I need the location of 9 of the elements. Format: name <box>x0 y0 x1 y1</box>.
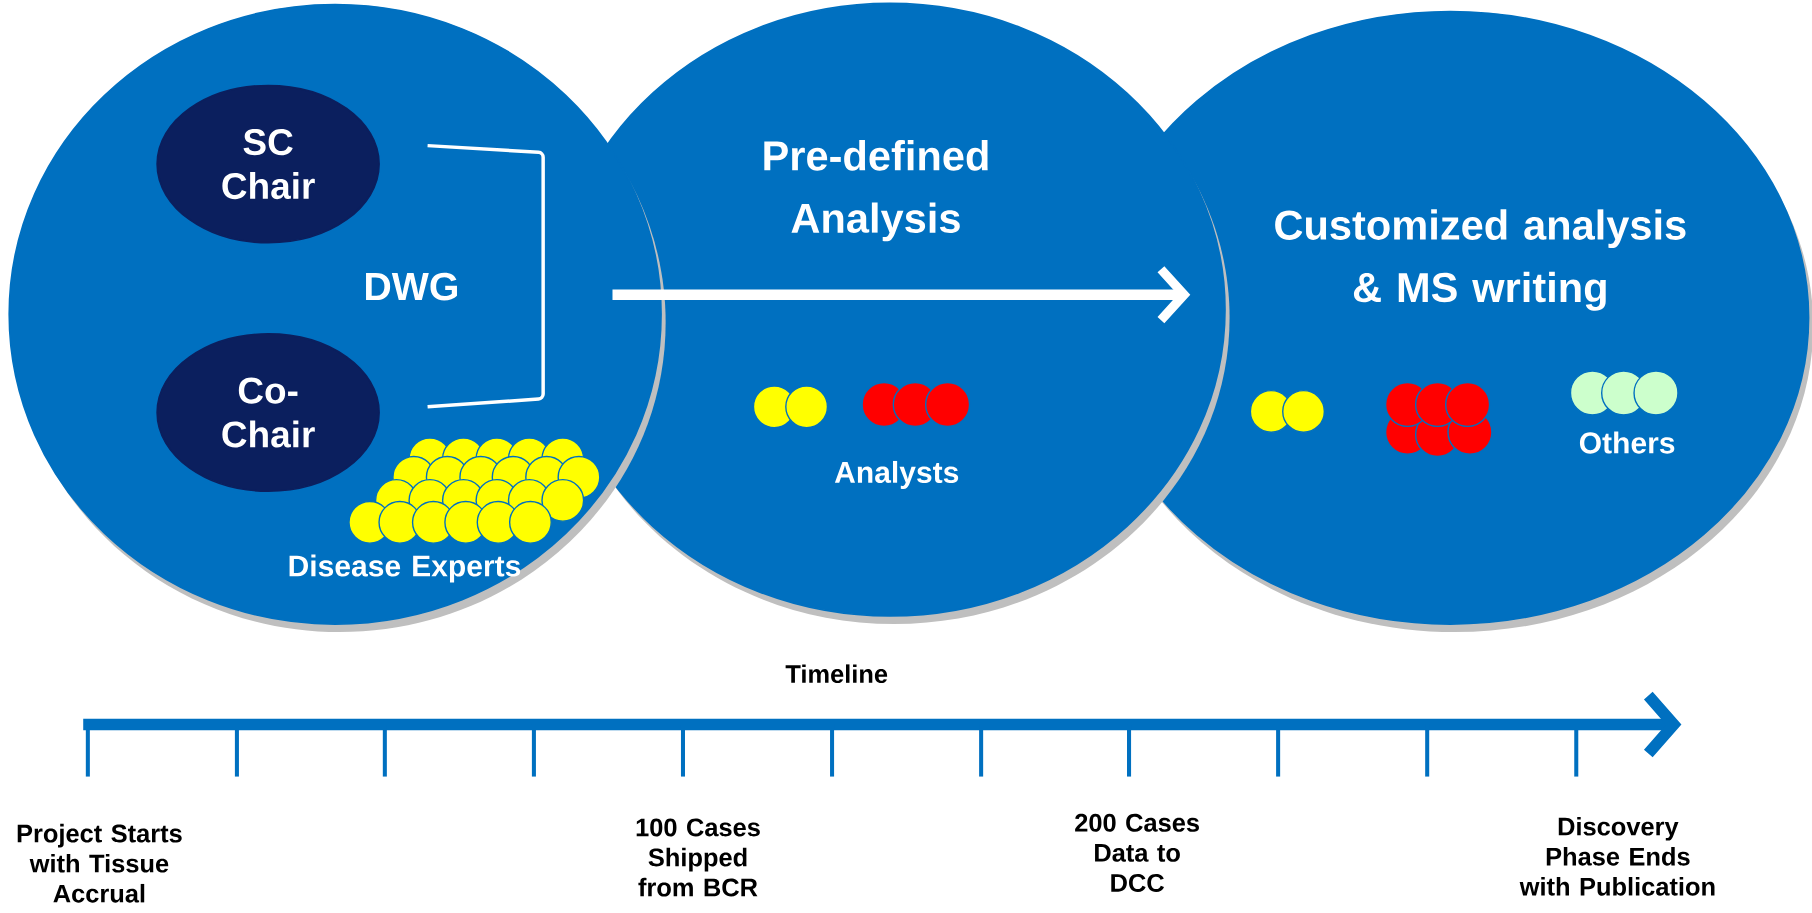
milestone-label: 200 Cases Data to DCC <box>1075 813 1199 892</box>
group-label: Disease Experts <box>289 554 521 583</box>
milestone-label: Discovery Phase Ends with Publication <box>1519 816 1715 896</box>
arrow <box>612 266 1191 324</box>
milestone-label: 100 Cases Shipped from BCR <box>636 818 760 897</box>
group-label: Analysts <box>834 461 959 489</box>
axis-title: Timeline <box>785 664 888 684</box>
group-label: Others <box>1579 431 1675 454</box>
milestone-label: Project Starts with Tissue Accrual <box>17 823 182 903</box>
